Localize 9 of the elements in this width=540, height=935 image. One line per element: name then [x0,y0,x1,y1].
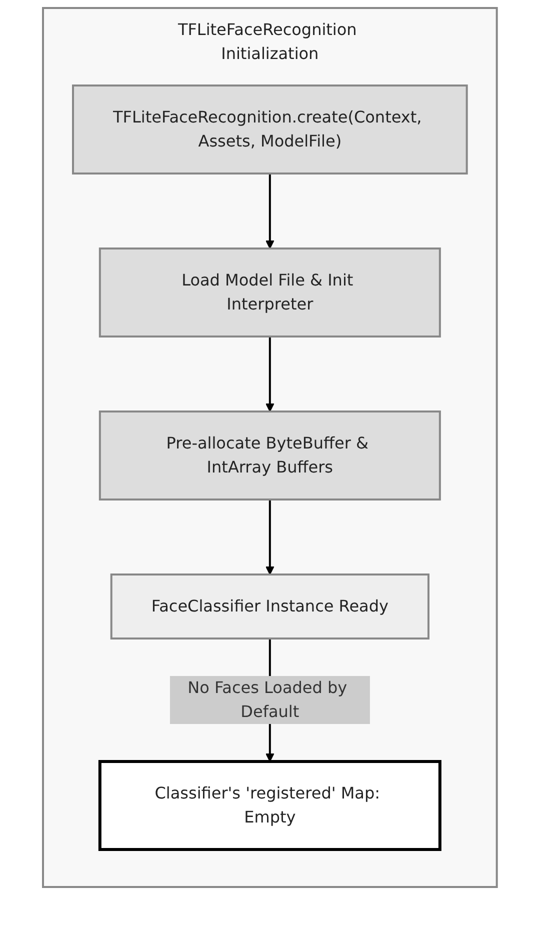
node-box: Load Model File & Init Interpreter [99,248,441,338]
node-box: Classifier's 'registered' Map: Empty [98,760,442,851]
node-box: Pre-allocate ByteBuffer & IntArray Buffers [99,410,441,500]
node-box: FaceClassifier Instance Ready [110,574,430,640]
node-box: TFLiteFaceRecognition.create(Context, Assets, ModelFile) [72,84,468,174]
arrow [266,174,274,249]
edge-label: No Faces Loaded by Default [188,678,348,721]
arrow [266,500,274,575]
arrow [266,336,274,412]
